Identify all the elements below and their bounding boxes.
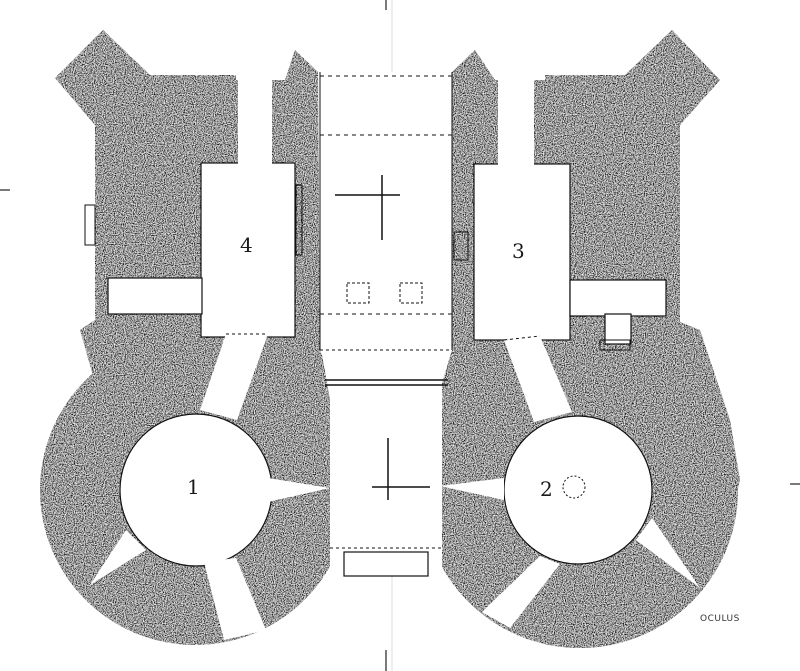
room-3-east-passage: [569, 279, 667, 317]
room-2-floor: [503, 415, 653, 565]
room-label-2: 2: [540, 477, 553, 501]
room-2-se-embrasure: [636, 518, 700, 588]
room-4-south-passage: [200, 334, 268, 420]
room-2-west-embrasure: [440, 478, 504, 500]
room-1-sw-embrasure: [90, 530, 146, 585]
room-label-1: 1: [187, 475, 200, 499]
pillar-outline-right: [399, 282, 423, 304]
room-1-south-passage: [204, 558, 266, 640]
central-vestibule: [330, 350, 442, 570]
room-4-west-passage: [107, 277, 203, 315]
room-3-south-passage: [504, 336, 572, 422]
room-4-north-passage: [238, 80, 272, 164]
south-entry: [343, 551, 429, 577]
room-4-floor: [200, 162, 296, 338]
room-2-south-passage: [482, 556, 560, 628]
central-hall: [320, 72, 450, 350]
room-1-east-embrasure: [268, 478, 330, 502]
room-label-4: 4: [240, 233, 253, 257]
plan-linework: [84, 72, 631, 549]
room-3-north-passage: [498, 80, 534, 166]
room-3-floor: [473, 163, 571, 341]
room-3-niche: [604, 313, 632, 345]
room-2-oculus: [562, 475, 586, 499]
draftsman-signature: OCULUS: [700, 614, 740, 624]
room-label-3: 3: [512, 239, 525, 263]
floor-spaces: [90, 72, 700, 640]
pillar-outline-left: [346, 282, 370, 304]
